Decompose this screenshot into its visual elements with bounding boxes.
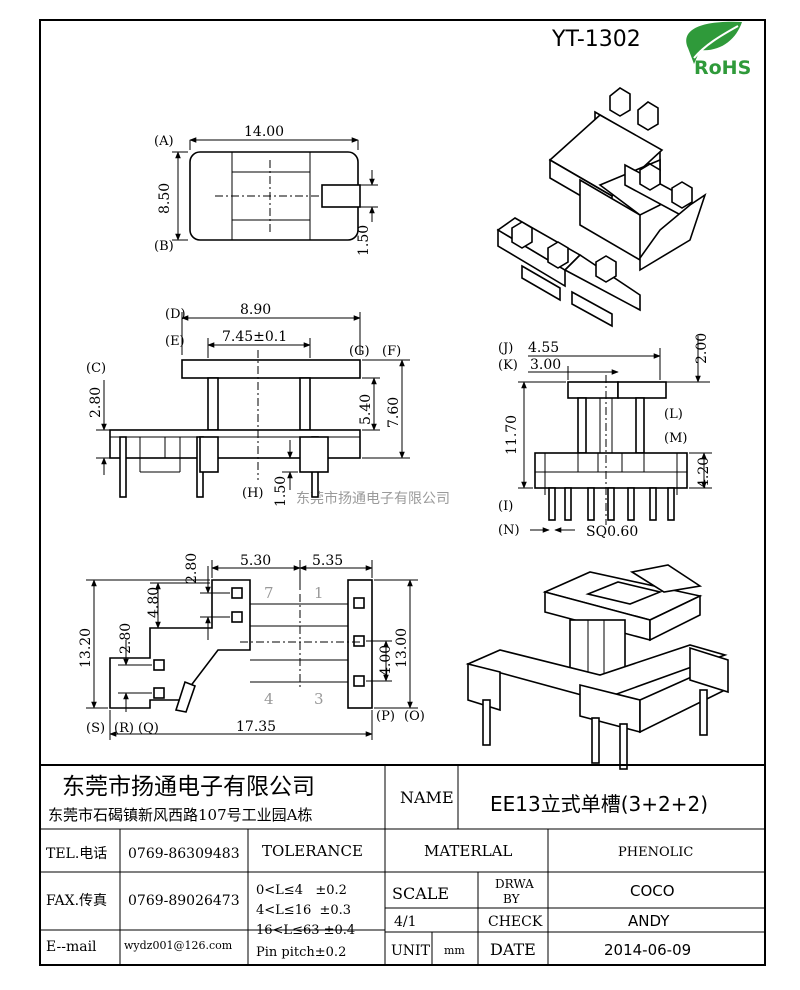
top-slot-dim: 1.50 bbox=[356, 225, 372, 256]
bottom-view: 7 1 4 3 5.30 5.35 17.35 (S) (R) (Q) (P) … bbox=[78, 553, 425, 740]
side-dim-total: 11.70 bbox=[504, 415, 520, 455]
label-p: (P) bbox=[376, 709, 395, 724]
label-f: (F) bbox=[382, 344, 401, 359]
bottom-right-half-dim: 5.35 bbox=[312, 553, 343, 569]
product-name: EE13立式单槽(3+2+2) bbox=[490, 792, 708, 816]
drawn-by-value: COCO bbox=[630, 882, 675, 900]
title-block: 东莞市扬通电子有限公司 东莞市石碣镇新风西路107号工业园A栋 NAME EE1… bbox=[40, 764, 765, 965]
check-value: ANDY bbox=[628, 912, 670, 930]
top-width-dim: 14.00 bbox=[244, 124, 284, 140]
label-s: (S) bbox=[86, 721, 105, 736]
side-dim-top: 2.00 bbox=[694, 333, 710, 364]
label-h: (H) bbox=[242, 486, 263, 501]
company-address: 东莞市石碣镇新风西路107号工业园A栋 bbox=[48, 806, 312, 824]
tolerance-label: TOLERANCE bbox=[262, 842, 363, 860]
tolerance-line-3: 16<L≤63 ±0.4 bbox=[256, 923, 355, 938]
label-l: (L) bbox=[664, 407, 683, 422]
bottom-dim-a: 2.80 bbox=[184, 553, 200, 584]
front-mid-height: 5.40 bbox=[358, 394, 374, 425]
label-a: (A) bbox=[154, 134, 174, 149]
material-value: PHENOLIC bbox=[618, 845, 693, 860]
label-i: (I) bbox=[498, 499, 513, 514]
label-c: (C) bbox=[86, 361, 106, 376]
name-label: NAME bbox=[400, 788, 454, 807]
tolerance-line-4: Pin pitch±0.2 bbox=[256, 945, 346, 960]
bottom-left-half-dim: 5.30 bbox=[240, 553, 271, 569]
pin-number-7: 7 bbox=[264, 584, 274, 602]
tolerance-line-1: 0<L≤4 ±0.2 bbox=[256, 883, 347, 898]
drwa-by-label: BY bbox=[503, 892, 521, 906]
label-g: (G) bbox=[349, 344, 370, 359]
tel-value: 0769-86309483 bbox=[128, 846, 240, 862]
bottom-dim-b: 4.80 bbox=[146, 587, 162, 618]
top-view: 14.00 (A) 8.50 (B) 1.50 bbox=[154, 124, 378, 256]
side-dim-j: 4.55 bbox=[528, 340, 559, 356]
label-n: (N) bbox=[498, 523, 520, 538]
pin-number-4: 4 bbox=[264, 690, 274, 708]
fax-label: FAX.传真 bbox=[46, 893, 107, 909]
side-pin-dim: SQ0.60 bbox=[586, 524, 638, 540]
side-dim-base: 4.20 bbox=[696, 457, 712, 488]
label-j: (J) bbox=[498, 341, 513, 356]
label-b: (B) bbox=[154, 239, 174, 254]
date-value: 2014-06-09 bbox=[604, 941, 691, 959]
unit-label: UNIT bbox=[391, 943, 431, 959]
label-q: (Q) bbox=[138, 721, 159, 736]
material-label: MATERLAL bbox=[424, 842, 512, 860]
model-number: YT-1302 bbox=[551, 27, 641, 52]
bottom-overall-height-dim: 13.20 bbox=[78, 628, 94, 668]
bottom-dim-c: 2.80 bbox=[118, 623, 134, 654]
front-bottom-height: 1.50 bbox=[273, 476, 289, 507]
front-right-height: 7.60 bbox=[386, 397, 402, 428]
label-o: (O) bbox=[404, 709, 425, 724]
rohs-logo-text: RoHS bbox=[694, 57, 751, 79]
email-value: wydz001@126.com bbox=[124, 939, 233, 952]
tel-label: TEL.电话 bbox=[46, 846, 107, 862]
company-name: 东莞市扬通电子有限公司 bbox=[62, 774, 315, 800]
check-label: CHECK bbox=[488, 914, 543, 930]
front-top-width: 8.90 bbox=[240, 302, 271, 318]
fax-value: 0769-89026473 bbox=[128, 893, 240, 909]
unit-value: mm bbox=[444, 944, 465, 957]
front-view: 8.90 (D) 7.45±0.1 (E) (G) (F) (C) 2.80 5… bbox=[86, 302, 410, 507]
pin-number-3: 3 bbox=[314, 690, 324, 708]
isometric-view-bottom bbox=[465, 564, 729, 770]
label-d: (D) bbox=[165, 307, 186, 322]
watermark: 东莞市扬通电子有限公司 bbox=[296, 490, 450, 507]
label-r: (R) bbox=[114, 721, 134, 736]
pin-number-1: 1 bbox=[314, 584, 324, 602]
isometric-view-top bbox=[496, 87, 707, 328]
label-e: (E) bbox=[165, 334, 185, 349]
bottom-dim-d: 4.00 bbox=[378, 645, 394, 676]
drwa-label: DRWA bbox=[495, 877, 534, 891]
side-view: 4.55 (J) 3.00 (K) 2.00 11.70 (L) (M) 4.2… bbox=[498, 333, 712, 540]
front-left-height: 2.80 bbox=[88, 387, 104, 418]
rohs-logo: RoHS bbox=[686, 21, 751, 79]
bottom-total-width-dim: 17.35 bbox=[236, 719, 276, 735]
label-k: (K) bbox=[498, 358, 518, 373]
scale-label: SCALE bbox=[392, 884, 449, 903]
bottom-right-height-dim: 13.00 bbox=[394, 628, 410, 668]
sheet-border bbox=[39, 19, 766, 966]
side-dim-k: 3.00 bbox=[530, 357, 561, 373]
label-m: (M) bbox=[664, 431, 687, 446]
scale-value: 4/1 bbox=[394, 914, 417, 930]
top-height-dim: 8.50 bbox=[157, 183, 173, 214]
date-label: DATE bbox=[490, 940, 536, 959]
email-label: E--mail bbox=[46, 939, 97, 955]
tolerance-line-2: 4<L≤16 ±0.3 bbox=[256, 903, 351, 918]
front-inner-width: 7.45±0.1 bbox=[222, 329, 287, 345]
